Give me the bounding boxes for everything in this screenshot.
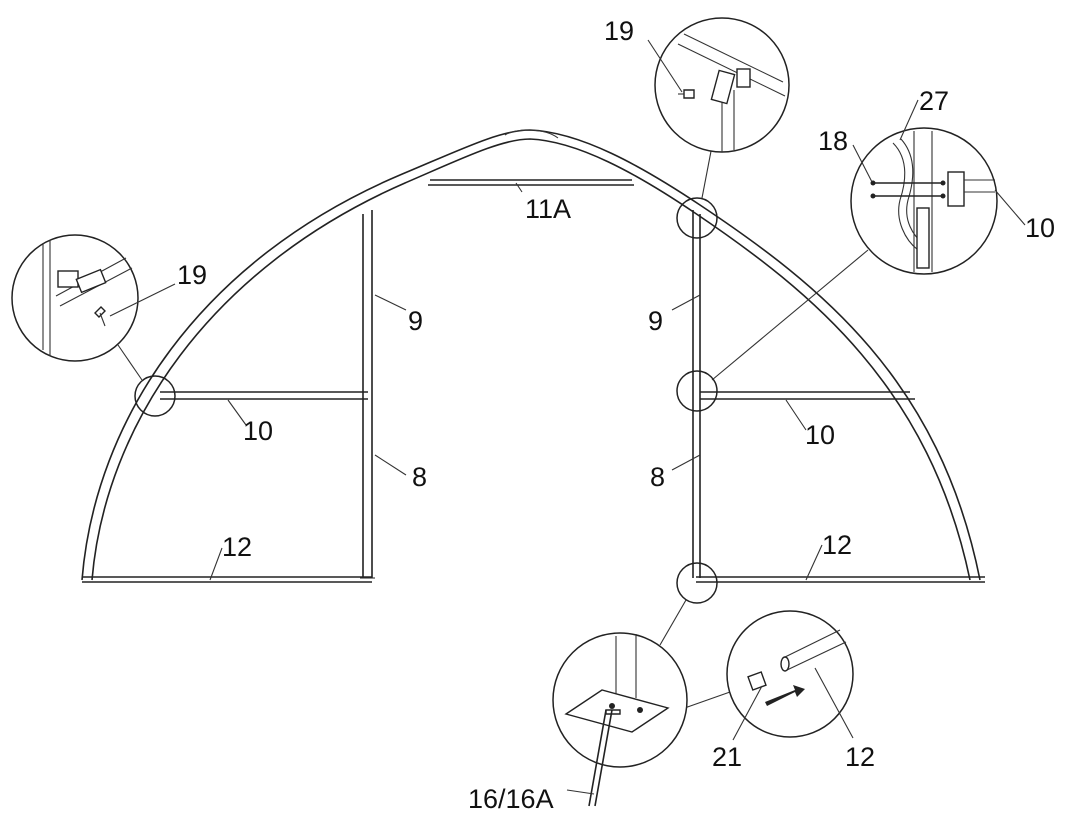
- joint-circle-top-right: [676, 197, 718, 239]
- brace-11a: [428, 179, 634, 186]
- detail-top-19: [654, 17, 790, 153]
- left-rail-10: [160, 391, 368, 400]
- joint-circle-base-right: [676, 562, 718, 604]
- label-10-detail: 10: [1025, 213, 1055, 243]
- leader-top-detail: [701, 145, 713, 199]
- base-rail-left: [82, 576, 372, 583]
- leader-mid-detail: [711, 249, 869, 381]
- joint-circle-left: [134, 375, 176, 417]
- right-rail-10: [700, 391, 915, 400]
- label-9-right: 9: [648, 306, 663, 336]
- right-post: [692, 210, 701, 578]
- label-8-right: 8: [650, 462, 665, 492]
- label-11a: 11A: [525, 194, 571, 224]
- label-12-left: 12: [222, 532, 252, 562]
- label-9-left: 9: [408, 306, 423, 336]
- left-post: [360, 210, 375, 579]
- label-12-detail: 12: [845, 742, 875, 772]
- label-19-top: 19: [604, 16, 634, 46]
- label-leaders: [109, 39, 1026, 795]
- leader-base-detail: [659, 599, 687, 646]
- label-21: 21: [712, 742, 742, 772]
- detail-right-27-18-10: [850, 127, 998, 275]
- label-8-left: 8: [412, 462, 427, 492]
- label-16-16a: 16/16A: [468, 784, 554, 814]
- label-12-right: 12: [822, 530, 852, 560]
- base-rail-right: [696, 576, 985, 583]
- joint-circle-mid-right: [676, 370, 718, 412]
- main-arch: [81, 129, 981, 581]
- label-10-right: 10: [805, 420, 835, 450]
- detail-left-19: [11, 234, 139, 362]
- label-10-left: 10: [243, 416, 273, 446]
- label-27: 27: [919, 86, 949, 116]
- detail-base-end-21: [726, 610, 854, 738]
- label-18: 18: [818, 126, 848, 156]
- detail-base-stake: [552, 632, 688, 807]
- label-19-left: 19: [177, 260, 207, 290]
- leader-left-detail: [117, 344, 143, 381]
